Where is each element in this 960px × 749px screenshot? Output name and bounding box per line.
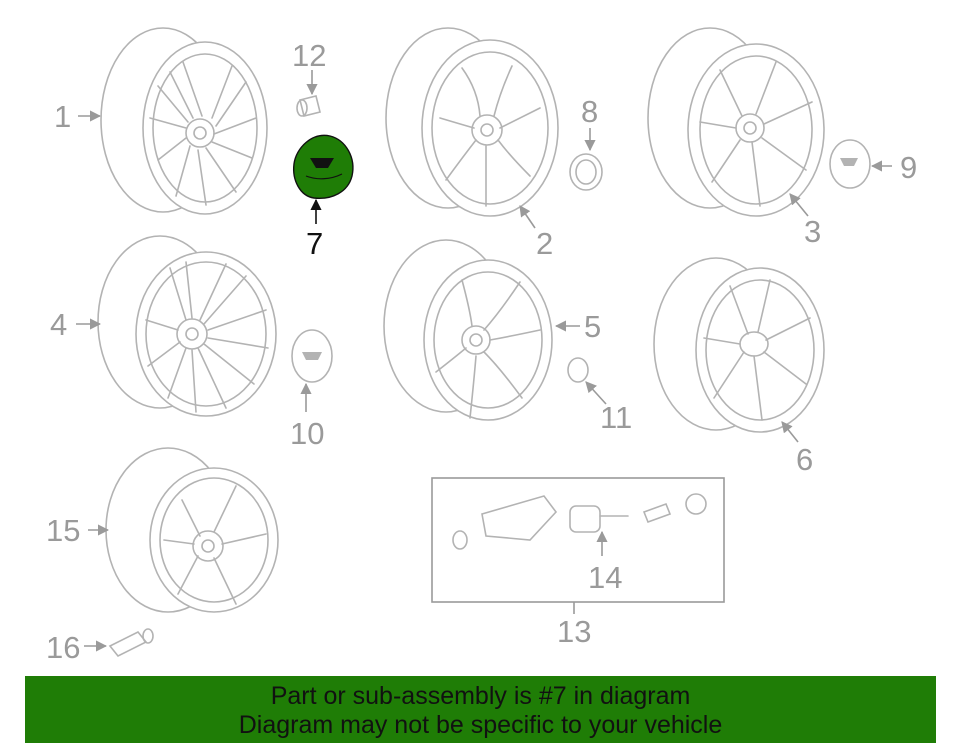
center-cap-8[interactable]: [569, 153, 603, 191]
callout-6: 6: [796, 442, 813, 477]
callout-11: 11: [600, 400, 632, 435]
callout-1: 1: [54, 99, 71, 134]
lug-nut-12[interactable]: [296, 95, 321, 117]
callout-4: 4: [50, 307, 67, 342]
leader-lines: [76, 70, 892, 652]
callout-8: 8: [581, 94, 598, 129]
wheel-6[interactable]: [653, 257, 825, 433]
callout-7: 7: [306, 226, 323, 261]
wheel-4[interactable]: [97, 235, 277, 417]
callout-16: 16: [46, 630, 80, 665]
callout-12: 12: [292, 38, 326, 73]
callout-labels: 1 2 3 4 5 6 7 8 9 10 11 12 13 14 15 16: [46, 38, 917, 665]
wheel-3[interactable]: [647, 27, 825, 217]
callout-5: 5: [584, 309, 601, 344]
callout-15: 15: [46, 513, 80, 548]
wheel-1[interactable]: [100, 27, 268, 215]
center-cap-10[interactable]: [291, 329, 333, 383]
tpms-kit-13[interactable]: [431, 477, 725, 603]
info-banner: Part or sub-assembly is #7 in diagram Di…: [25, 676, 936, 743]
callout-10: 10: [290, 416, 324, 451]
callout-3: 3: [804, 214, 821, 249]
callout-13: 13: [557, 614, 591, 649]
banner-line-part: Part or sub-assembly is #7 in diagram: [270, 682, 691, 710]
cap-11[interactable]: [567, 357, 589, 383]
callout-14: 14: [588, 560, 622, 595]
wheel-5[interactable]: [383, 239, 553, 421]
center-cap-9[interactable]: [829, 139, 871, 189]
callout-2: 2: [536, 226, 553, 261]
wheel-15[interactable]: [105, 447, 279, 613]
banner-line-disclaimer: Diagram may not be specific to your vehi…: [238, 711, 723, 739]
callout-9: 9: [900, 150, 917, 185]
wheel-2[interactable]: [385, 27, 559, 217]
center-cap-7[interactable]: [293, 134, 354, 199]
valve-16[interactable]: [108, 628, 154, 658]
